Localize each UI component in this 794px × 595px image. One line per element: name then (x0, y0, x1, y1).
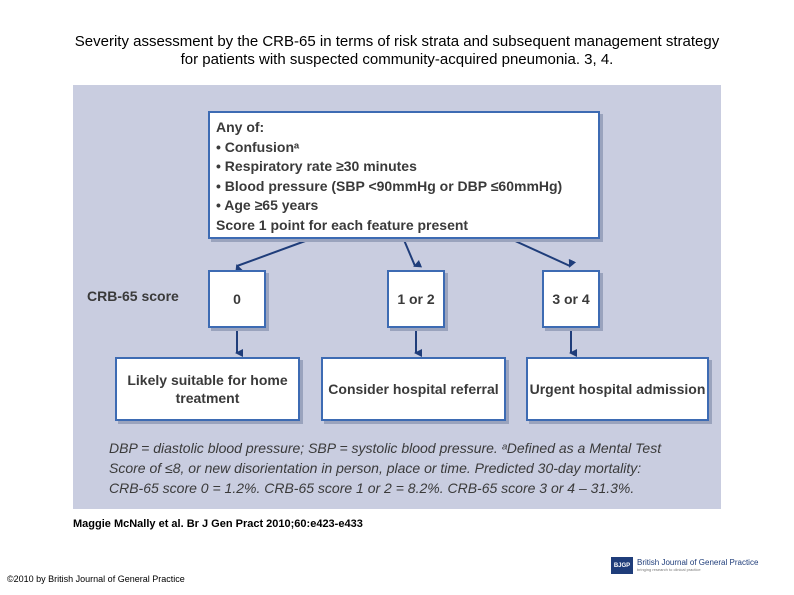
score-box-3-or-4: 3 or 4 (542, 270, 600, 328)
criteria-item-blood-pressure: • Blood pressure (SBP <90mmHg or DBP ≤60… (216, 177, 563, 194)
slide-title: Severity assessment by the CRB-65 in ter… (10, 33, 784, 69)
footnote-line-3: CRB-65 score 0 = 1.2%. CRB-65 score 1 or… (109, 480, 635, 496)
outcome-box-referral: Consider hospital referral (321, 357, 506, 421)
footnote: DBP = diastolic blood pressure; SBP = sy… (109, 438, 709, 498)
outcome-admission-label: Urgent hospital admission (529, 381, 706, 397)
criteria-item-age: • Age ≥65 years (216, 197, 319, 213)
criteria-item-confusion: • Confusionᵃ (216, 138, 300, 155)
logo-tagline: bringing research to clinical practice (637, 567, 701, 572)
flowchart-panel: Any of: • Confusionᵃ • Respiratory rate … (73, 85, 721, 509)
score-3-or-4-label: 3 or 4 (552, 291, 590, 307)
crb65-score-label: CRB-65 score (87, 288, 179, 304)
flowchart-arrows (235, 239, 577, 357)
criteria-footer: Score 1 point for each feature present (216, 216, 469, 233)
arrow-criteria-to-0 (235, 239, 309, 274)
criteria-item-respiratory-rate: • Respiratory rate ≥30 minutes (216, 158, 417, 174)
logo-name: British Journal of General Practice (637, 558, 759, 567)
score-1-or-2-label: 1 or 2 (397, 291, 435, 307)
footnote-line-2: Score of ≤8, or new disorientation in pe… (109, 460, 642, 476)
title-line-1: Severity assessment by the CRB-65 in ter… (74, 33, 720, 50)
score-0-label: 0 (233, 291, 241, 307)
logo-text: British Journal of General Practice brin… (637, 558, 758, 573)
title-line-2: for patients with suspected community-ac… (180, 51, 614, 68)
outcome-box-admission: Urgent hospital admission (526, 357, 709, 421)
arrow-criteria-to-1or2 (403, 239, 423, 268)
journal-logo: BJGP British Journal of General Practice… (611, 557, 758, 574)
arrow-criteria-to-3or4 (512, 239, 577, 268)
outcome-referral-label: Consider hospital referral (328, 381, 499, 397)
criteria-heading: Any of: (216, 119, 265, 135)
outcome-home-label: Likely suitable for home treatment (127, 372, 288, 406)
copyright: ©2010 by British Journal of General Prac… (7, 574, 185, 584)
score-box-1-or-2: 1 or 2 (387, 270, 445, 328)
citation: Maggie McNally et al. Br J Gen Pract 201… (73, 518, 363, 530)
footnote-line-1: DBP = diastolic blood pressure; SBP = sy… (109, 440, 662, 456)
outcome-box-home: Likely suitable for home treatment (115, 357, 300, 421)
logo-mark: BJGP (611, 557, 633, 574)
score-box-0: 0 (208, 270, 266, 328)
criteria-box: Any of: • Confusionᵃ • Respiratory rate … (208, 111, 600, 239)
